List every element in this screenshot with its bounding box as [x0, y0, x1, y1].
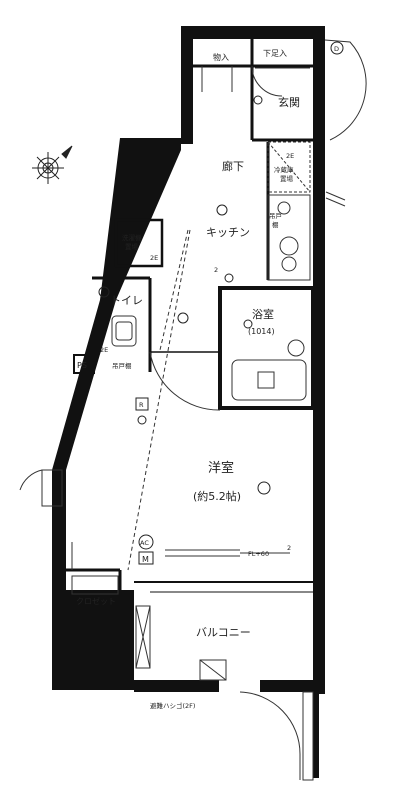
symbol-outlet-2e-1: 2E: [286, 152, 294, 160]
label-closet: クロゼット: [76, 596, 116, 606]
door-bell-icon: [330, 41, 344, 55]
symbol-meter: M: [142, 555, 149, 564]
switch-box: [135, 397, 149, 411]
ceiling-lights: [98, 95, 271, 495]
label-shoe-box: 下足入: [263, 49, 287, 58]
ac-icon: [138, 534, 154, 550]
symbol-switch: R: [139, 401, 144, 409]
room-labels: 物入 下足入 玄関 廊下 冷蔵庫 置場 キッチン 吊戸 棚 洗濯機 置場 トイレ…: [76, 49, 300, 710]
label-fl: FL+60: [248, 550, 269, 558]
outer-walls: [52, 26, 325, 778]
label-hallway: 廊下: [222, 159, 244, 173]
compass-rose-icon: [32, 145, 73, 184]
symbol-ac: AC: [140, 539, 149, 547]
label-bathroom-size: (1014): [248, 327, 275, 336]
label-kitchen: キッチン: [206, 226, 250, 239]
label-washer-1: 洗濯機: [122, 233, 142, 242]
label-balcony: バルコニー: [196, 626, 251, 639]
label-evac-ladder: 避難ハシゴ(2F): [150, 701, 195, 710]
label-entrance: 玄関: [278, 95, 300, 109]
label-fridge-2: 置場: [280, 174, 294, 183]
label-toilet-cupboard: 吊戸棚: [112, 361, 132, 370]
detail-lines: [19, 39, 367, 781]
label-ps: PS: [77, 361, 87, 370]
label-fridge-1: 冷蔵庫: [274, 165, 294, 174]
label-western-room: 洋室: [208, 460, 234, 476]
label-western-room-size: (約5.2帖): [193, 489, 241, 503]
label-cupboard-1: 吊戸: [269, 212, 283, 220]
label-storage: 物入: [213, 52, 229, 62]
symbol-outlet-2e-2: 2E: [150, 254, 158, 262]
symbol-outlet-count-1: 2: [214, 266, 218, 274]
symbol-door-bell: D: [334, 45, 339, 53]
label-cupboard-2: 棚: [272, 220, 279, 229]
label-washer-2: 置場: [125, 242, 139, 251]
label-toilet: トイレ: [110, 294, 143, 307]
symbol-outlet-count-2: 2: [287, 544, 291, 552]
label-bathroom: 浴室: [252, 307, 274, 321]
meter-icon: [138, 551, 154, 565]
intercom-icon: [137, 415, 147, 425]
symbol-labels: D AC M R 2 2 2E 2E 2E: [100, 45, 339, 564]
symbol-outlet-2e-3: 2E: [100, 346, 108, 354]
